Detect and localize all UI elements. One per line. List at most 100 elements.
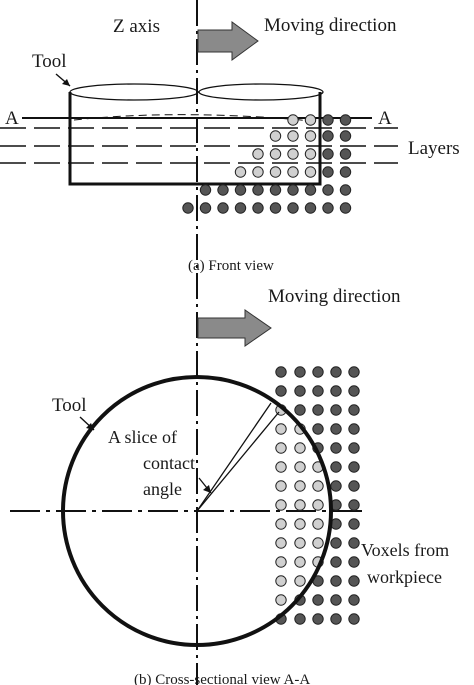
voxel-section-r3-c4	[348, 423, 360, 435]
moving-direction-label-top: Moving direction	[264, 15, 397, 36]
voxel-front-r4-c7	[304, 184, 317, 196]
voxel-front-r1-c9	[339, 130, 352, 142]
moving-direction-arrow-bottom	[197, 309, 272, 347]
voxel-section-r6-c0	[275, 480, 287, 492]
voxel-front-r2-c4	[252, 148, 264, 160]
voxel-section-r0-c1	[294, 366, 306, 378]
voxel-section-r1-c3	[330, 385, 342, 397]
voxel-section-r10-c1	[294, 556, 306, 568]
voxel-section-r4-c4	[348, 442, 360, 454]
tool-label-section: Tool	[52, 395, 87, 416]
voxel-section-r3-c0	[275, 423, 287, 435]
voxel-section-r6-c2	[312, 480, 324, 492]
voxel-section-r12-c2	[312, 594, 324, 606]
voxel-section-r9-c1	[294, 537, 306, 549]
voxel-section-r9-c2	[312, 537, 324, 549]
voxel-front-r1-c7	[304, 130, 317, 142]
tool-top-ellipse-left	[69, 83, 199, 101]
voxel-front-r3-c4	[252, 166, 264, 178]
voxel-section-r5-c4	[348, 461, 360, 473]
voxel-front-r4-c8	[322, 184, 334, 196]
voxel-front-r4-c6	[287, 184, 299, 196]
voxel-front-r1-c8	[322, 130, 334, 142]
tool-circle	[61, 375, 333, 647]
voxel-front-r5-c0	[182, 202, 194, 214]
voxel-front-r1-c5	[269, 130, 282, 142]
voxel-front-r2-c9	[339, 148, 352, 160]
voxel-front-r0-c8	[322, 114, 334, 126]
voxel-front-r4-c2	[217, 184, 229, 196]
voxel-section-r8-c2	[312, 518, 324, 530]
voxels-label-line2: workpiece	[367, 567, 442, 587]
voxel-section-r0-c2	[312, 366, 324, 378]
voxel-front-r2-c5	[269, 148, 282, 160]
voxel-section-r13-c4	[348, 613, 360, 625]
voxel-front-r4-c5	[269, 184, 282, 196]
voxel-front-r3-c8	[322, 166, 334, 178]
voxel-front-r5-c3	[234, 202, 247, 214]
moving-direction-arrow-top	[197, 21, 259, 61]
voxel-section-r9-c3	[330, 537, 342, 549]
voxel-front-r5-c4	[252, 202, 264, 214]
voxel-section-r3-c3	[330, 423, 342, 435]
voxel-section-r12-c4	[348, 594, 360, 606]
voxel-front-r5-c7	[304, 202, 317, 214]
voxel-section-r6-c3	[330, 480, 342, 492]
voxel-front-r0-c9	[339, 114, 352, 126]
slice-label-line2: contact	[143, 453, 195, 473]
front-view-caption: (a) Front view	[188, 258, 274, 274]
voxel-front-r4-c1	[199, 184, 212, 196]
tool-pointer-section-head	[86, 423, 94, 430]
voxel-section-r13-c2	[312, 613, 324, 625]
moving-direction-label-bottom: Moving direction	[268, 286, 401, 307]
slice-label-line1: A slice of	[108, 427, 177, 447]
slice-line-2	[196, 411, 280, 512]
voxel-section-r1-c4	[348, 385, 360, 397]
voxel-section-r1-c1	[294, 385, 306, 397]
voxel-section-r6-c1	[294, 480, 306, 492]
voxel-section-r2-c2	[312, 404, 324, 416]
voxel-section-r8-c4	[348, 518, 360, 530]
layer-lines	[0, 127, 398, 164]
slice-line-1	[196, 402, 272, 512]
voxel-section-r5-c0	[275, 461, 287, 473]
voxel-front-r3-c6	[287, 166, 299, 178]
voxel-section-r0-c4	[348, 366, 360, 378]
voxel-section-r7-c4	[348, 499, 360, 511]
voxel-section-r5-c3	[330, 461, 342, 473]
voxel-section-r3-c2	[312, 423, 324, 435]
section-label-a-right: A	[378, 108, 392, 129]
voxel-front-r3-c5	[269, 166, 282, 178]
cross-section-caption: (b) Cross-sectional view A-A	[134, 672, 310, 685]
tool-body-front	[68, 92, 322, 186]
voxel-front-r5-c5	[269, 202, 282, 214]
voxel-section-r4-c3	[330, 442, 342, 454]
voxel-section-r9-c0	[275, 537, 287, 549]
voxel-front-r1-c6	[287, 130, 299, 142]
voxel-section-r7-c1	[294, 499, 306, 511]
voxel-front-r3-c9	[339, 166, 352, 178]
voxel-front-r4-c9	[339, 184, 352, 196]
voxel-section-r10-c0	[275, 556, 287, 568]
voxel-section-r13-c3	[330, 613, 342, 625]
voxel-section-r8-c0	[275, 518, 287, 530]
voxel-front-r5-c8	[322, 202, 334, 214]
slice-pointer-head	[203, 485, 211, 493]
voxel-section-r6-c4	[348, 480, 360, 492]
voxel-section-r1-c0	[275, 385, 287, 397]
voxel-front-r3-c7	[304, 166, 317, 178]
voxel-section-r10-c4	[348, 556, 360, 568]
voxel-section-r2-c3	[330, 404, 342, 416]
section-voxel-grid	[275, 366, 360, 625]
voxel-front-r5-c2	[217, 202, 229, 214]
cross-section-view: Moving direction Tool A slice of contact…	[10, 286, 449, 685]
voxel-front-r5-c1	[199, 202, 212, 214]
section-label-a-left: A	[5, 108, 19, 129]
voxel-section-r12-c3	[330, 594, 342, 606]
tool-top-ellipse-right	[198, 83, 324, 101]
voxel-front-r5-c6	[287, 202, 299, 214]
voxel-section-r11-c1	[294, 575, 306, 587]
voxel-section-r2-c4	[348, 404, 360, 416]
voxel-front-r0-c7	[304, 114, 317, 126]
